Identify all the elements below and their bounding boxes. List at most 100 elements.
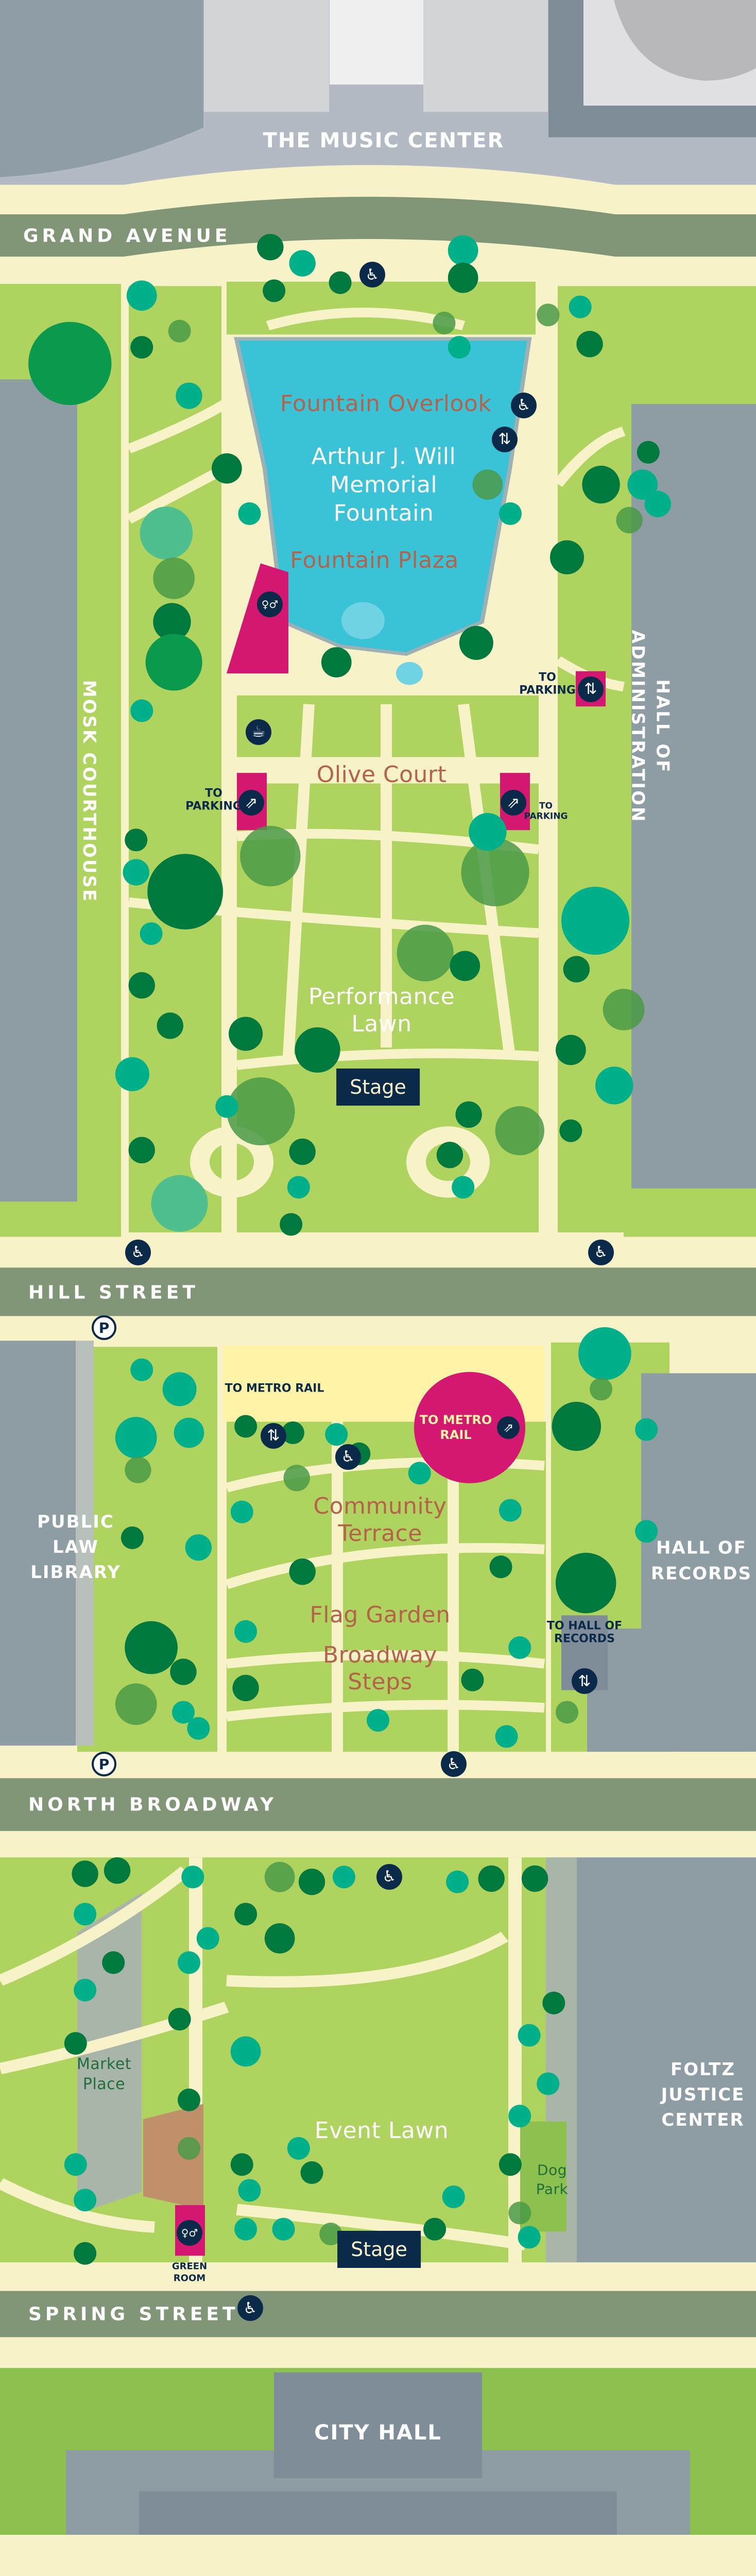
tree <box>627 469 658 500</box>
tree <box>230 2153 253 2176</box>
tree <box>264 1923 295 1954</box>
tree <box>469 813 507 851</box>
tree <box>537 2072 560 2095</box>
tree <box>227 1077 295 1146</box>
tree <box>616 506 643 534</box>
tree <box>555 1035 586 1065</box>
grand-avenue-label: GRAND AVENUE <box>23 225 231 247</box>
parking-icon[interactable]: P <box>92 1752 116 1777</box>
tree <box>637 440 660 464</box>
cafe-icon[interactable]: ☕ <box>246 719 271 745</box>
tree <box>230 2036 261 2067</box>
tree <box>234 1415 257 1438</box>
market-place-pavilion <box>143 2104 203 2210</box>
tree <box>442 2185 465 2209</box>
tree <box>74 2189 97 2212</box>
restroom-icon[interactable]: ♀♂ <box>177 2219 202 2246</box>
sign-line: GREEN <box>171 2261 208 2272</box>
sign-line: TO HALL OF <box>546 1619 623 1633</box>
accessible-entrance-icon[interactable]: ♿ <box>376 1863 402 1890</box>
label-line: LAW <box>53 1537 99 1558</box>
label-line: Steps <box>348 1669 413 1696</box>
tree <box>115 1683 157 1725</box>
tree <box>552 1401 602 1451</box>
arthur-j-will-memorial-fountain <box>234 337 532 656</box>
tree <box>446 1870 469 1893</box>
sign-line: ROOM <box>173 2273 206 2284</box>
accessible-entrance-icon[interactable]: ♿ <box>588 1239 614 1265</box>
tree <box>436 1142 463 1168</box>
tree <box>234 2217 257 2241</box>
restroom-icon[interactable]: ♀♂ <box>257 591 283 617</box>
tree <box>300 2161 323 2184</box>
label-line: RECORDS <box>650 1563 752 1584</box>
tree <box>238 502 261 526</box>
escalator-icon[interactable]: ⇗ <box>238 790 264 816</box>
elevator-icon[interactable]: ⇅ <box>572 1668 597 1694</box>
accessible-entrance-icon[interactable]: ♿ <box>335 1444 361 1470</box>
tree <box>263 279 286 302</box>
tree <box>561 887 630 955</box>
label-line: Dog <box>537 2162 567 2179</box>
elevator-icon[interactable]: ⇅ <box>261 1422 286 1449</box>
tree <box>257 234 284 261</box>
music-center-label: THE MUSIC CENTER <box>263 129 505 153</box>
accessible-entrance-icon[interactable]: ♿ <box>441 1751 467 1777</box>
sign-line: PARKING <box>185 800 242 814</box>
label-line: Broadway <box>322 1641 438 1668</box>
tree <box>177 2088 201 2111</box>
sign-line: TO <box>205 787 222 800</box>
accessible-entrance-icon[interactable]: ♿ <box>359 262 385 288</box>
tree <box>499 2153 522 2176</box>
tree <box>181 1866 204 1889</box>
sign-line: TO METRO <box>419 1412 492 1427</box>
tree <box>321 647 352 677</box>
escalator-icon[interactable]: ⇗ <box>501 790 526 816</box>
tree <box>461 1668 484 1691</box>
tree <box>170 1658 197 1685</box>
tree <box>508 2201 531 2225</box>
tree <box>187 1717 210 1740</box>
tree <box>508 1636 531 1659</box>
tree <box>125 1456 151 1483</box>
accessible-entrance-icon[interactable]: ♿ <box>511 392 537 418</box>
tree <box>177 1951 201 1974</box>
tree <box>128 972 155 999</box>
tree <box>281 1421 304 1445</box>
parking-icon[interactable]: P <box>92 1315 116 1341</box>
tree <box>72 1860 98 1887</box>
accessible-entrance-icon[interactable]: ♿ <box>125 1239 151 1265</box>
tree <box>499 1499 522 1522</box>
tree <box>230 1500 253 1523</box>
tree <box>590 1378 613 1401</box>
tree <box>332 1866 355 1889</box>
tree <box>295 1027 340 1073</box>
label-line: JUSTICE <box>661 2084 745 2105</box>
fountain-plaza-label: Fountain Plaza <box>290 547 459 573</box>
market-place-area <box>77 1892 142 2214</box>
elevator-icon[interactable]: ⇅ <box>578 676 604 702</box>
tree <box>104 1857 131 1884</box>
tree <box>74 2242 97 2265</box>
accessible-entrance-icon[interactable]: ♿ <box>237 2295 263 2321</box>
tree <box>450 951 480 981</box>
tree <box>123 859 149 886</box>
tree <box>264 1861 295 1892</box>
label-line: Performance <box>308 984 455 1010</box>
city-hall-tower <box>274 2372 482 2478</box>
tree <box>423 2217 446 2241</box>
mosk-courthouse-building <box>0 379 77 1202</box>
tree <box>130 1358 153 1381</box>
public-law-library-building <box>0 1341 76 1746</box>
tree <box>157 1012 183 1039</box>
elevator-icon[interactable]: ⇅ <box>492 426 518 452</box>
tree <box>240 826 301 887</box>
foltz-justice-center-building <box>577 1857 756 2263</box>
tree <box>196 1927 219 1950</box>
